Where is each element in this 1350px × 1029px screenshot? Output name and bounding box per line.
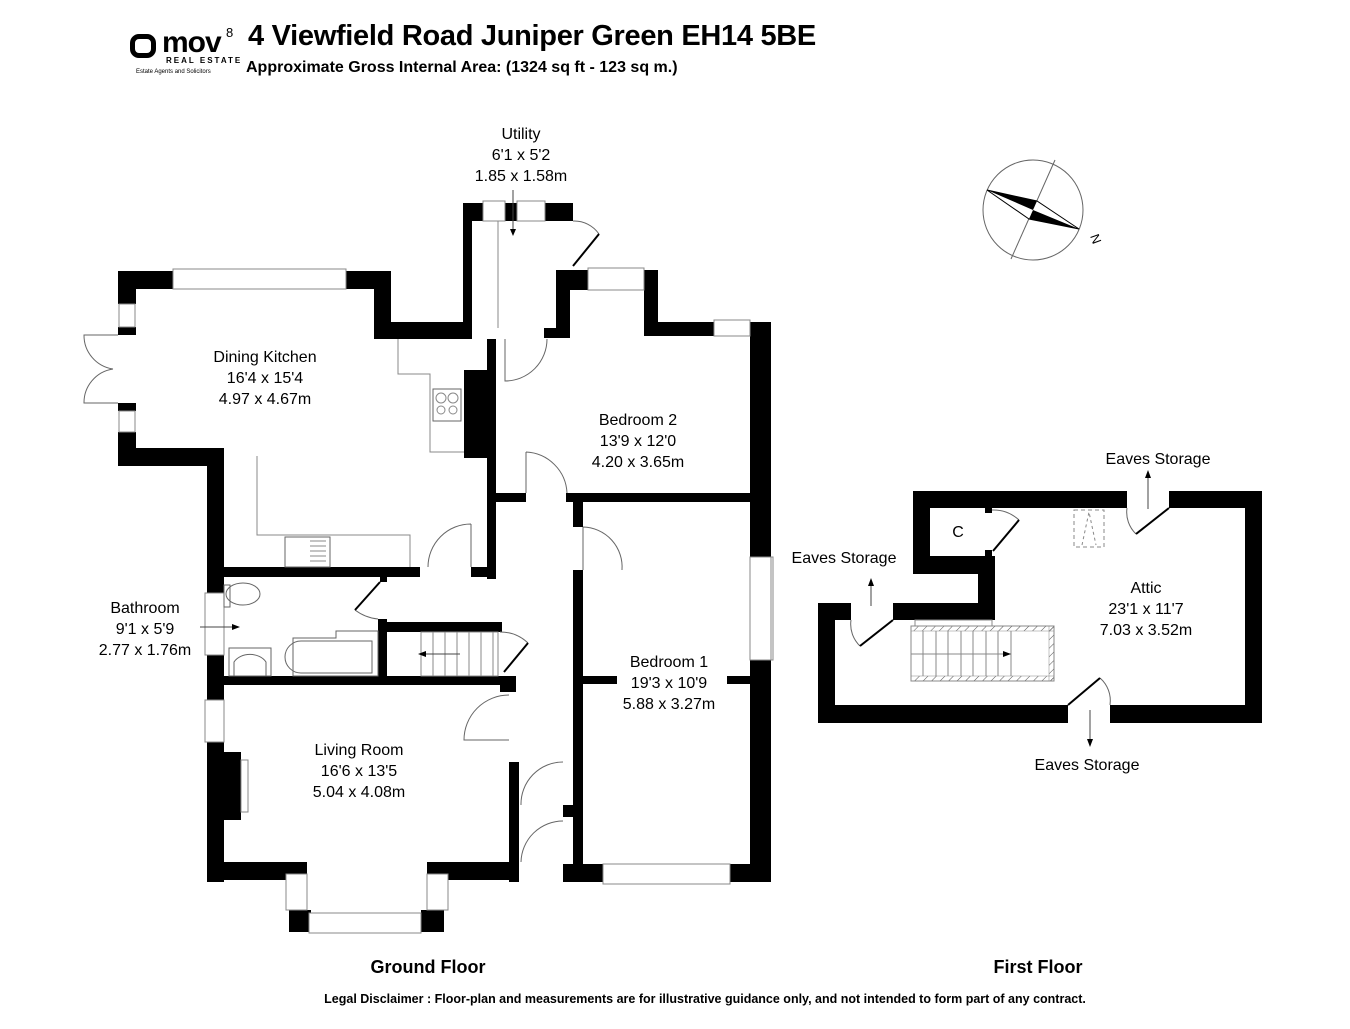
room-label-bedroom-1: Bedroom 1 19'3 x 10'9 5.88 x 3.27m	[623, 652, 716, 715]
skylight-icon	[1073, 509, 1105, 548]
room-size-metric: 4.97 x 4.67m	[218, 391, 312, 408]
room-name: Living Room	[314, 742, 404, 759]
room-label-bedroom-2: Bedroom 2 13'9 x 12'0 4.20 x 3.65m	[592, 410, 685, 473]
page-title: 4 Viewfield Road Juniper Green EH14 5BE	[248, 20, 816, 52]
first-floor-walls	[818, 491, 1262, 723]
room-size-imperial: 13'9 x 12'0	[599, 433, 677, 450]
logo-mark-icon	[130, 34, 156, 58]
room-size-metric: 2.77 x 1.76m	[98, 642, 192, 659]
room-size-imperial: 6'1 x 5'2	[491, 147, 551, 164]
room-size-metric: 5.88 x 3.27m	[622, 696, 716, 713]
room-size-metric: 7.03 x 3.52m	[1099, 622, 1193, 639]
floor-label-ground: Ground Floor	[370, 957, 486, 977]
room-size-metric: 1.85 x 1.58m	[474, 168, 568, 185]
room-name: Bedroom 1	[629, 654, 709, 671]
room-label-utility: Utility 6'1 x 5'2 1.85 x 1.58m	[475, 124, 568, 187]
kitchen-units	[256, 339, 464, 568]
room-name: Dining Kitchen	[213, 349, 317, 366]
windows	[118, 200, 774, 934]
room-label-cupboard: C	[952, 524, 964, 541]
room-label-living-room: Living Room 16'6 x 13'5 5.04 x 4.08m	[313, 740, 406, 803]
eaves-storage-label-top: Eaves Storage	[1105, 451, 1211, 468]
brand-tagline: Estate Agents and Solicitors	[136, 69, 211, 75]
room-name: Bedroom 2	[598, 412, 678, 429]
room-size-imperial: 9'1 x 5'9	[115, 621, 175, 638]
room-size-imperial: 19'3 x 10'9	[630, 675, 708, 692]
first-floor-doors	[850, 507, 1137, 706]
gross-area: Approximate Gross Internal Area: (1324 s…	[246, 59, 678, 76]
eaves-storage-label-bottom: Eaves Storage	[1034, 757, 1140, 774]
brand-name: mov	[162, 26, 222, 59]
doors	[83, 220, 623, 863]
brand-subline: REAL ESTATE	[166, 56, 243, 65]
ground-floor-walls	[118, 203, 771, 932]
first-floor-door-leaves	[859, 507, 1170, 706]
legal-disclaimer: Legal Disclaimer : Floor-plan and measur…	[324, 992, 1086, 1006]
compass-north-icon: N	[982, 159, 1104, 261]
room-size-metric: 5.04 x 4.08m	[312, 784, 406, 801]
floor-label-first: First Floor	[993, 957, 1083, 977]
room-size-metric: 4.20 x 3.65m	[591, 454, 685, 471]
brand-superscript: 8	[226, 25, 234, 40]
brand-logo: mov 8 REAL ESTATE Estate Agents and Soli…	[128, 25, 243, 78]
room-name: Bathroom	[110, 600, 180, 617]
room-name: Utility	[501, 126, 541, 143]
room-label-attic: Attic 23'1 x 11'7 7.03 x 3.52m	[1100, 578, 1193, 641]
room-size-imperial: 16'6 x 13'5	[320, 763, 398, 780]
door-leaves	[354, 233, 600, 673]
first-floor-stairs	[910, 619, 1055, 682]
room-size-imperial: 23'1 x 11'7	[1108, 601, 1184, 618]
bathroom-fixtures	[223, 582, 379, 677]
eaves-storage-label-left: Eaves Storage	[791, 550, 897, 567]
room-label-dining-kitchen: Dining Kitchen 16'4 x 15'4 4.97 x 4.67m	[213, 347, 316, 410]
room-label-bathroom: Bathroom 9'1 x 5'9 2.77 x 1.76m	[99, 598, 192, 661]
compass-north-label: N	[1087, 232, 1104, 246]
room-name: Attic	[1130, 580, 1162, 597]
room-size-imperial: 16'4 x 15'4	[226, 370, 304, 387]
